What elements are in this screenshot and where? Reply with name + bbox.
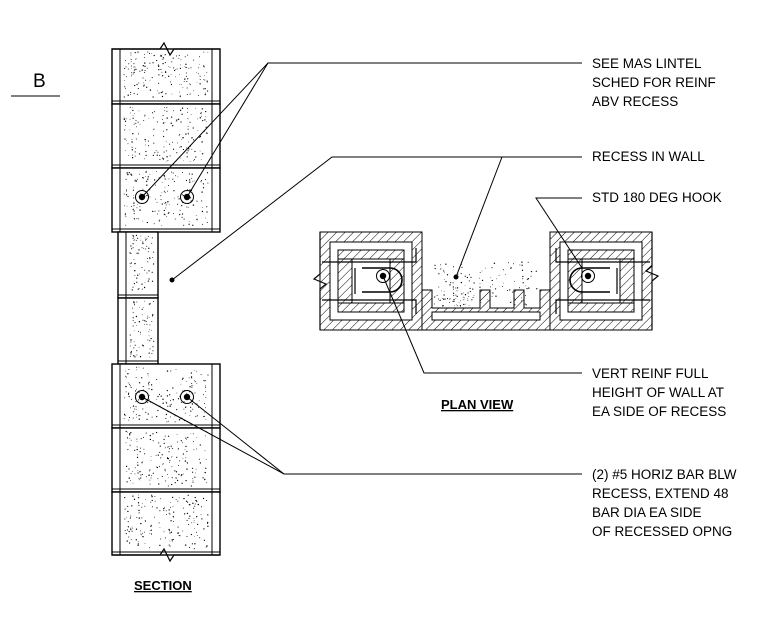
section-break-bottom xyxy=(112,547,220,563)
leader-vert-reinf xyxy=(382,275,582,374)
note-lintel: SEE MAS LINTEL SCHED FOR REINF ABV RECES… xyxy=(592,56,716,109)
section-title: SECTION xyxy=(134,578,192,593)
plan-stipple xyxy=(433,261,538,307)
leader-recess xyxy=(171,156,582,281)
section-course xyxy=(111,491,221,556)
section-blocks xyxy=(111,48,221,556)
section-stipple xyxy=(123,51,209,550)
leader-recess-plan xyxy=(455,156,503,278)
plan-view xyxy=(312,231,660,331)
note-horiz-bar-line-4: OF RECESSED OPNG xyxy=(592,524,732,539)
plan-break-left xyxy=(312,232,328,330)
note-horiz-bar-line-3: BAR DIA EA SIDE xyxy=(592,505,702,520)
plan-view-title: PLAN VIEW xyxy=(441,397,514,412)
note-horiz-bar: (2) #5 HORIZ BAR BLW RECESS, EXTEND 48 B… xyxy=(592,467,737,539)
leader-lintel-2 xyxy=(186,62,269,198)
note-lintel-line-3: ABV RECESS xyxy=(592,94,678,109)
leader-lines xyxy=(141,62,583,475)
leader-horiz-bar-2 xyxy=(186,396,285,475)
note-vert-reinf-line-1: VERT REINF FULL xyxy=(592,366,709,381)
note-hook: STD 180 DEG HOOK xyxy=(592,190,722,205)
section-course xyxy=(111,103,221,169)
detail-mark: B xyxy=(33,71,46,92)
section-course xyxy=(111,427,221,493)
note-horiz-bar-line-2: RECESS, EXTEND 48 xyxy=(592,486,729,501)
note-vert-reinf-line-2: HEIGHT OF WALL AT xyxy=(592,385,724,400)
plan-hook-right xyxy=(569,267,610,293)
note-lintel-line-2: SCHED FOR REINF xyxy=(592,75,716,90)
section-course xyxy=(117,231,159,299)
section-course xyxy=(111,167,221,233)
plan-recess xyxy=(421,289,551,331)
leader-hook xyxy=(535,197,583,269)
section-break-top xyxy=(112,41,220,57)
note-recess: RECESS IN WALL xyxy=(592,149,705,164)
section-course xyxy=(117,297,159,365)
note-vert-reinf-line-3: EA SIDE OF RECESS xyxy=(592,404,726,419)
note-lintel-line-1: SEE MAS LINTEL xyxy=(592,56,702,71)
note-horiz-bar-line-1: (2) #5 HORIZ BAR BLW xyxy=(592,467,737,482)
plan-break-right xyxy=(644,232,660,330)
plan-left-wall xyxy=(319,231,423,331)
note-vert-reinf: VERT REINF FULL HEIGHT OF WALL AT EA SID… xyxy=(592,366,726,419)
section-view xyxy=(111,41,221,563)
plan-right-wall xyxy=(549,231,653,331)
